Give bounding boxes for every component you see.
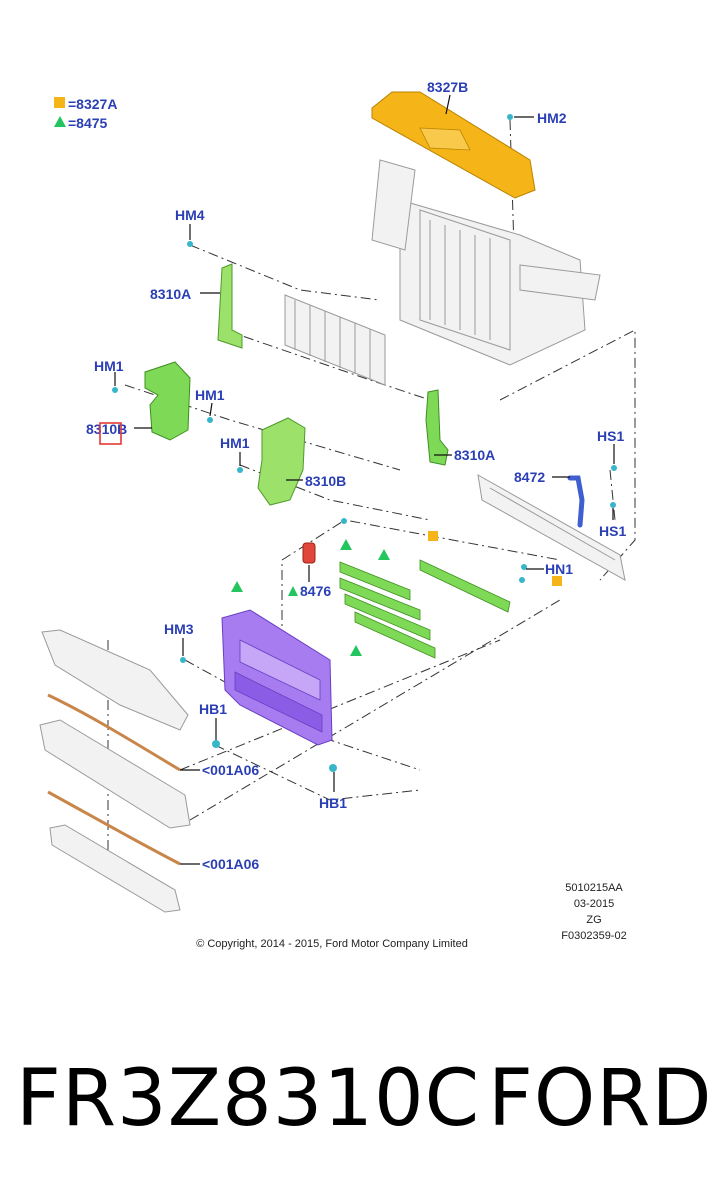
upper-shield-8327b (371, 91, 536, 199)
leader-lines (114, 94, 615, 865)
meta-zg: ZG (586, 914, 601, 926)
shutter-vanes (339, 559, 511, 659)
callout-hm1-c: HM1 (220, 435, 250, 451)
callout-hs1-bottom: HS1 (599, 523, 626, 539)
brand-name: FORD (488, 1054, 708, 1144)
highlight-box (99, 422, 122, 445)
callout-8310a-left: 8310A (150, 286, 191, 302)
legend: =8327A =8475 (54, 96, 117, 131)
legend-label-8327a: =8327A (68, 96, 117, 112)
callout-8310a-right: 8310A (454, 447, 495, 463)
bumper-reinforcement (477, 474, 626, 581)
actuator-8476 (302, 542, 316, 564)
legend-markers (231, 531, 562, 656)
radiator-support-assembly (284, 159, 601, 386)
callout-labels: 8327B HM2 HM4 8310A HM1 HM1 8310B HM1 83… (86, 79, 626, 872)
guide-lines (107, 119, 636, 870)
callout-hm1-a: HM1 (94, 358, 124, 374)
meta-code1: 5010215AA (565, 882, 623, 894)
callout-hb1-bottom: HB1 (319, 795, 347, 811)
air-deflector-8310b-center (257, 417, 306, 506)
callout-hm3: HM3 (164, 621, 194, 637)
exploded-parts-diagram: =8327A =8475 (39, 79, 636, 950)
callout-hm4: HM4 (175, 207, 205, 223)
callout-8476: 8476 (300, 583, 331, 599)
air-deflector-8310a-left (217, 263, 243, 349)
shutter-frame-purple (221, 609, 333, 746)
bracket-8472 (567, 475, 585, 528)
legend-label-8475: =8475 (68, 115, 108, 131)
drawing-meta: 5010215AA 03-2015 ZG F0302359-02 © Copyr… (196, 882, 627, 950)
callout-8310b-left: 8310B (86, 421, 127, 437)
callout-hn1: HN1 (545, 561, 573, 577)
callout-hs1-top: HS1 (597, 428, 624, 444)
callout-hm1-b: HM1 (195, 387, 225, 403)
air-deflector-8310b-left (144, 361, 191, 441)
grille-mid (39, 719, 191, 829)
trim-strips (47, 693, 181, 866)
caption-bar: FR3Z8310C FORD (0, 1000, 708, 1200)
legend-triangle-8475 (54, 116, 66, 127)
callout-001a06-top: <001A06 (202, 762, 259, 778)
legend-square-8327a (54, 97, 65, 108)
meta-date: 03-2015 (574, 898, 614, 910)
part-number: FR3Z8310C (16, 1054, 481, 1144)
callout-8472: 8472 (514, 469, 545, 485)
callout-8310b-center: 8310B (305, 473, 346, 489)
callout-8327b: 8327B (427, 79, 468, 95)
grille-lower (49, 824, 181, 913)
copyright-text: © Copyright, 2014 - 2015, Ford Motor Com… (196, 938, 468, 950)
air-deflector-8310a-right (425, 389, 449, 466)
callout-hb1-left: HB1 (199, 701, 227, 717)
callout-hm2: HM2 (537, 110, 567, 126)
meta-code2: F0302359-02 (561, 930, 626, 942)
fasteners (112, 114, 617, 772)
grille-upper (41, 629, 189, 731)
callout-001a06-bottom: <001A06 (202, 856, 259, 872)
